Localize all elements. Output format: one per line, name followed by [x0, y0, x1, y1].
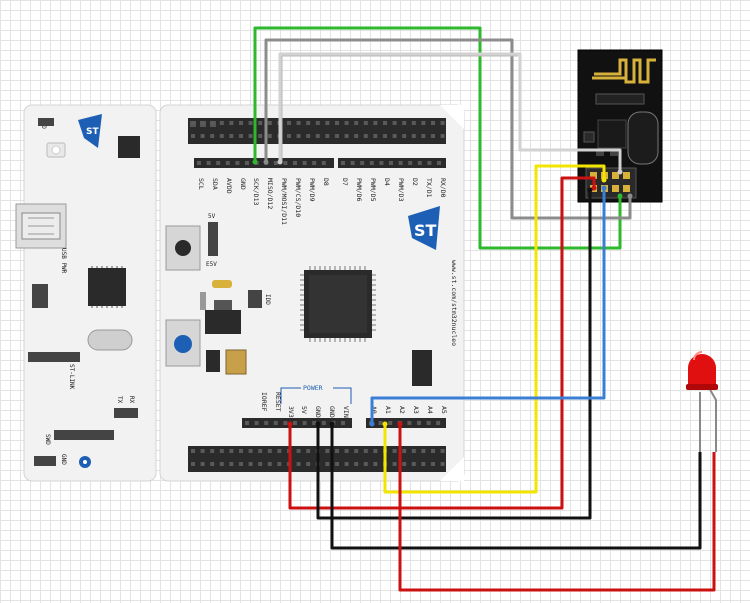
svg-text:AVDD: AVDD — [225, 178, 233, 194]
svg-text:GND: GND — [314, 406, 322, 418]
svg-text:IOREF: IOREF — [260, 392, 268, 412]
wire-gray-miso — [264, 38, 632, 220]
wire-blue — [370, 188, 606, 424]
label-st-link: ST-LINK — [68, 364, 75, 390]
st-flower-logo — [79, 456, 91, 468]
label-power: POWER — [303, 384, 323, 392]
svg-text:SCL: SCL — [197, 178, 205, 190]
svg-text:SCK/D13: SCK/D13 — [252, 178, 260, 205]
website-label: www.st.com/stm32nucleo — [450, 260, 458, 346]
svg-text:PWM/CS/D10: PWM/CS/D10 — [294, 178, 302, 217]
analog-header-labels: A0 A1 A2 A3 A4 A5 — [370, 406, 448, 414]
stlink-header — [28, 352, 80, 362]
svg-text:A5: A5 — [440, 406, 448, 414]
wire-black-gnd-radio — [316, 190, 592, 520]
svg-text:GND: GND — [328, 406, 336, 418]
stlink-small-ic — [118, 136, 140, 158]
main-mcu — [300, 266, 376, 342]
st-logo: ST — [408, 206, 440, 250]
svg-text:RX/D0: RX/D0 — [439, 178, 447, 198]
svg-text:D2: D2 — [411, 178, 419, 186]
board-ic-right — [412, 350, 432, 386]
svg-text:D4: D4 — [383, 178, 391, 186]
svg-text:PWM/D5: PWM/D5 — [369, 178, 377, 202]
svg-text:PWM/D6: PWM/D6 — [355, 178, 363, 202]
stlink-mcu — [88, 268, 126, 306]
label-idd-jumper: IDD — [264, 294, 271, 305]
wire-red-vcc — [288, 176, 596, 510]
svg-text:A0: A0 — [370, 406, 378, 414]
svg-text:5V: 5V — [300, 406, 308, 414]
top-header-labels: SCL SDA AVDD GND SCK/D13 MISO/D12 PWM/MO… — [197, 178, 447, 225]
power-header-group: POWER IOREF RESET 3V3 5V GND GND VIN — [260, 384, 352, 418]
label-swd: SWD — [44, 434, 51, 445]
label-rx: RX — [128, 396, 135, 404]
svg-text:A3: A3 — [412, 406, 420, 414]
label-gnd-bottom: GND — [60, 454, 67, 465]
svg-text:A2: A2 — [398, 406, 406, 414]
stlink-crystal — [87, 329, 133, 351]
svg-text:PWM/D3: PWM/D3 — [397, 178, 405, 202]
svg-text:D7: D7 — [341, 178, 349, 186]
svg-text:GND: GND — [239, 178, 247, 190]
label-5v-jumper: 5V — [208, 213, 216, 220]
analog-header — [366, 418, 446, 428]
wire-black-gnd-led — [330, 424, 702, 550]
svg-text:ST: ST — [414, 221, 437, 240]
wire-green-sck — [253, 26, 622, 250]
svg-text:TX/D1: TX/D1 — [425, 178, 433, 198]
stlink-triangle-logo: ST — [78, 114, 102, 148]
nucleo-board: ST GND USB PWR ST-LINK TX RX SWD GND — [15, 104, 465, 482]
svg-text:PWM/D9: PWM/D9 — [308, 178, 316, 202]
wire-lightgray-mosi — [278, 52, 622, 172]
swd-header — [54, 430, 114, 440]
label-tx: TX — [116, 396, 123, 404]
wire-yellow — [383, 164, 606, 494]
svg-text:ST: ST — [86, 127, 99, 137]
svg-text:RESET: RESET — [274, 392, 282, 412]
svg-text:D8: D8 — [322, 178, 330, 186]
svg-text:MISO/D12: MISO/D12 — [266, 178, 274, 209]
wire-red-led — [398, 424, 716, 592]
wires — [252, 26, 716, 592]
svg-text:SDA: SDA — [211, 178, 219, 190]
svg-text:A1: A1 — [384, 406, 392, 414]
svg-text:VIN: VIN — [342, 406, 350, 418]
label-e5v-jumper: E5V — [206, 261, 217, 268]
svg-text:A4: A4 — [426, 406, 434, 414]
voltage-regulator — [205, 310, 241, 334]
led — [686, 351, 718, 452]
label-usb-pwr: USB PWR — [60, 248, 67, 274]
svg-text:PWM/MOSI/D11: PWM/MOSI/D11 — [280, 178, 288, 225]
svg-text:3V3: 3V3 — [287, 406, 295, 418]
